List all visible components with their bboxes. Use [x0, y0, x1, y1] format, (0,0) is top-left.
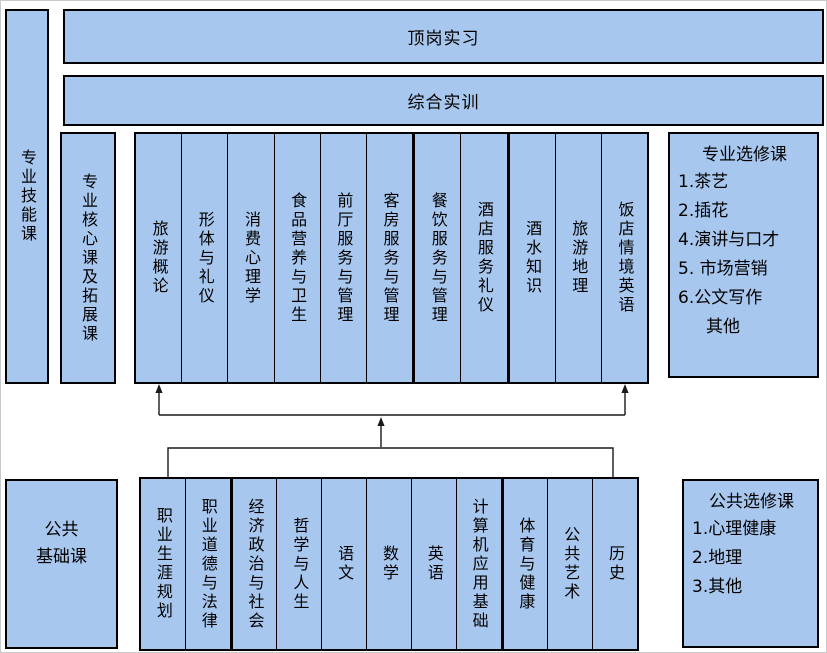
- category-label: 专业技能课: [18, 149, 37, 244]
- course-column: 历史: [592, 479, 637, 649]
- course-column: 旅游地理: [554, 134, 601, 382]
- course-label: 职业道德与法律: [198, 497, 218, 631]
- professional-course-group: 旅游概论 形体与礼仪 消费心理学 食品营养与卫生 前厅服务与管理 客房服务与管理…: [134, 132, 649, 384]
- list-item: 1.茶艺: [678, 172, 729, 192]
- course-label: 旅游地理: [569, 220, 589, 296]
- course-column: 消费心理学: [227, 134, 273, 382]
- arrowhead-up-right-icon: [621, 384, 629, 393]
- course-column: 旅游概论: [136, 134, 181, 382]
- course-column: 语文: [321, 479, 366, 649]
- list-item: 其他: [706, 317, 740, 337]
- course-column: 客房服务与管理: [365, 134, 412, 382]
- course-column: 职业道德与法律: [184, 479, 230, 649]
- professional-electives-box: 专业选修课 1.茶艺 2.插花 4.演讲与口才 5. 市场营销 6.公文写作 其…: [668, 132, 819, 378]
- course-label: 体育与健康: [516, 516, 536, 612]
- course-column: 职业生涯规划: [141, 479, 185, 649]
- course-label: 计算机应用基础: [469, 497, 489, 631]
- public-basic-courses-box: 公共 基础课: [5, 479, 118, 649]
- category-label: 专业核心课及拓展课: [79, 172, 98, 344]
- stage-bar-label: 顶岗实习: [407, 29, 480, 49]
- course-label: 食品营养与卫生: [288, 191, 308, 325]
- course-label: 前厅服务与管理: [334, 191, 354, 325]
- course-label: 消费心理学: [241, 210, 261, 306]
- course-column: 形体与礼仪: [181, 134, 227, 382]
- course-label: 历史: [606, 545, 626, 583]
- course-column: 饭店情境英语: [600, 134, 647, 382]
- stage-bar-internship: 顶岗实习: [63, 9, 824, 64]
- course-column: 经济政治与社会: [229, 479, 277, 649]
- public-electives-title: 公共选修课: [709, 492, 794, 512]
- course-label: 职业生涯规划: [153, 507, 173, 621]
- category-bar-core-courses: 专业核心课及拓展课: [60, 132, 116, 384]
- public-basic-label-line1: 公共: [44, 520, 79, 540]
- course-label: 公共艺术: [561, 526, 581, 602]
- course-column: 公共艺术: [547, 479, 592, 649]
- course-column: 前厅服务与管理: [319, 134, 366, 382]
- course-label: 哲学与人生: [290, 516, 310, 612]
- course-column: 酒店服务礼仪: [460, 134, 506, 382]
- public-course-group: 职业生涯规划 职业道德与法律 经济政治与社会 哲学与人生 语文 数学 英语 计算…: [139, 477, 639, 651]
- professional-electives-title: 专业选修课: [702, 145, 787, 165]
- list-item: 2.地理: [692, 548, 743, 568]
- course-column: 食品营养与卫生: [273, 134, 320, 382]
- course-label: 饭店情境英语: [615, 201, 635, 315]
- course-label: 语文: [335, 545, 355, 583]
- course-label: 英语: [424, 545, 444, 583]
- course-label: 形体与礼仪: [195, 210, 215, 306]
- arrowhead-up-left-icon: [155, 384, 163, 393]
- list-item: 5. 市场营销: [678, 259, 768, 279]
- course-label: 酒水知识: [523, 220, 543, 296]
- list-item: 2.插花: [678, 201, 729, 221]
- list-item: 4.演讲与口才: [678, 230, 780, 250]
- course-label: 经济政治与社会: [245, 497, 265, 631]
- course-column: 餐饮服务与管理: [412, 134, 460, 382]
- course-label: 旅游概论: [149, 220, 169, 296]
- professional-electives-list: 1.茶艺 2.插花 4.演讲与口才 5. 市场营销 6.公文写作 其他: [678, 168, 811, 342]
- course-column: 哲学与人生: [276, 479, 321, 649]
- list-item: 1.心理健康: [692, 519, 777, 539]
- course-column: 英语: [410, 479, 456, 649]
- course-column: 数学: [366, 479, 411, 649]
- public-electives-box: 公共选修课 1.心理健康 2.地理 3.其他: [682, 479, 819, 648]
- connector-lower-bracket: [167, 447, 614, 477]
- public-electives-list: 1.心理健康 2.地理 3.其他: [692, 515, 811, 602]
- course-column: 酒水知识: [506, 134, 555, 382]
- course-column: 计算机应用基础: [455, 479, 501, 649]
- public-basic-label-line2: 基础课: [36, 547, 87, 567]
- course-label: 酒店服务礼仪: [474, 201, 494, 315]
- stage-bar-label: 综合实训: [407, 93, 480, 113]
- course-label: 数学: [379, 545, 399, 583]
- category-bar-professional-skills: 专业技能课: [5, 9, 49, 384]
- list-item: 3.其他: [692, 577, 743, 597]
- course-column: 体育与健康: [500, 479, 548, 649]
- list-item: 6.公文写作: [678, 288, 763, 308]
- course-label: 客房服务与管理: [380, 191, 400, 325]
- stage-bar-comprehensive-training: 综合实训: [63, 75, 824, 126]
- course-label: 餐饮服务与管理: [428, 191, 448, 325]
- arrowhead-up-middle-icon: [377, 417, 385, 426]
